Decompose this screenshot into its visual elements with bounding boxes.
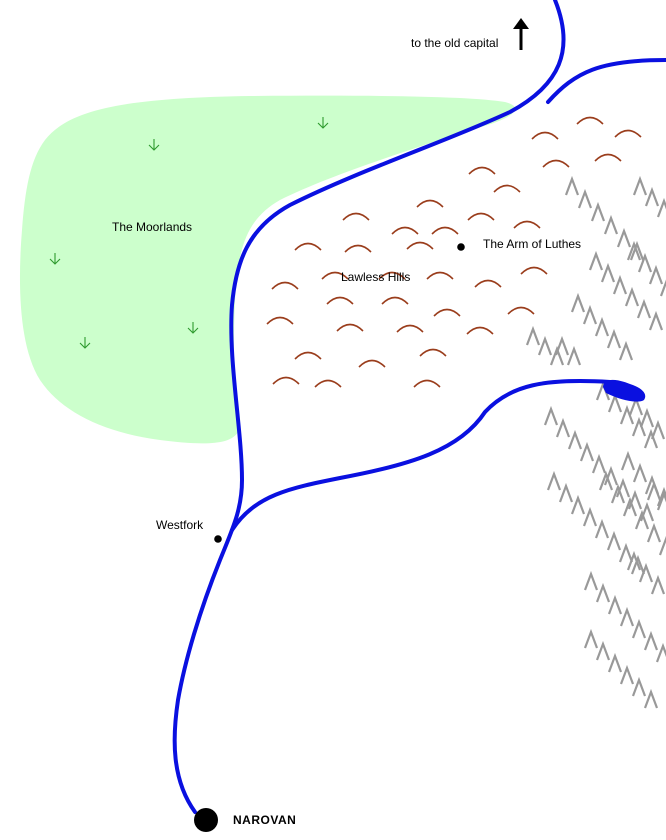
river-westfork-branch — [230, 378, 612, 532]
hill-arc-icon — [466, 326, 494, 335]
label-old-capital: to the old capital — [411, 36, 498, 50]
hill-arc-icon — [272, 376, 300, 385]
hill-arc-icon — [594, 153, 622, 162]
hill-arc-icon — [542, 159, 570, 168]
hill-arc-icon — [468, 166, 496, 175]
hill-arc-icon — [467, 212, 495, 221]
river-east-branch — [546, 58, 666, 104]
hill-arc-icon — [326, 296, 354, 305]
hill-arc-icon — [358, 359, 386, 368]
hill-arc-icon — [419, 348, 447, 357]
river-main — [172, 0, 566, 814]
hill-arc-icon — [431, 226, 459, 235]
label-lawless-hills: Lawless Hills — [341, 270, 410, 284]
hill-arc-icon — [413, 379, 441, 388]
hill-arc-icon — [433, 308, 461, 317]
hill-arc-icon — [381, 296, 409, 305]
hill-arc-icon — [520, 266, 548, 275]
hill-arc-icon — [493, 184, 521, 193]
lake — [603, 379, 646, 402]
marsh-tuft-icon — [49, 253, 61, 265]
rivers — [172, 0, 666, 814]
hill-arc-icon — [614, 129, 642, 138]
marsh-symbols — [49, 117, 329, 349]
town-dot-westfork — [214, 535, 222, 543]
marsh-tuft-icon — [317, 117, 329, 129]
hill-arc-icon — [378, 271, 406, 280]
hill-arc-icon — [266, 316, 294, 325]
label-moorlands: The Moorlands — [112, 220, 192, 234]
hill-arc-icon — [314, 379, 342, 388]
hill-arc-icon — [513, 220, 541, 229]
hill-arc-icon — [406, 241, 434, 250]
label-narovan: NAROVAN — [233, 813, 296, 827]
town-dot-arm-of-luthes — [457, 243, 465, 251]
hill-arc-icon — [474, 279, 502, 288]
hill-arc-icon — [344, 244, 372, 253]
marsh-tuft-icon — [148, 139, 160, 151]
hill-symbols — [266, 116, 642, 388]
hill-arc-icon — [507, 306, 535, 315]
moorlands-region — [19, 95, 516, 444]
hill-arc-icon — [294, 242, 322, 251]
marsh-tuft-icon — [79, 337, 91, 349]
hill-arc-icon — [396, 324, 424, 333]
hill-arc-icon — [294, 351, 322, 360]
arrow-up-icon — [513, 18, 529, 50]
hill-arc-icon — [321, 271, 349, 280]
hill-arc-icon — [271, 281, 299, 290]
marsh-tuft-icon — [187, 322, 199, 334]
city-dot-narovan — [194, 808, 218, 832]
hill-arc-icon — [426, 271, 454, 280]
label-arm-of-luthes: The Arm of Luthes — [483, 237, 581, 251]
hill-arc-icon — [391, 226, 419, 235]
hill-arc-icon — [336, 323, 364, 332]
hill-arc-icon — [416, 199, 444, 208]
hill-arc-icon — [342, 212, 370, 221]
hill-arc-icon — [576, 116, 604, 125]
hill-arc-icon — [531, 131, 559, 140]
label-westfork: Westfork — [156, 518, 204, 532]
